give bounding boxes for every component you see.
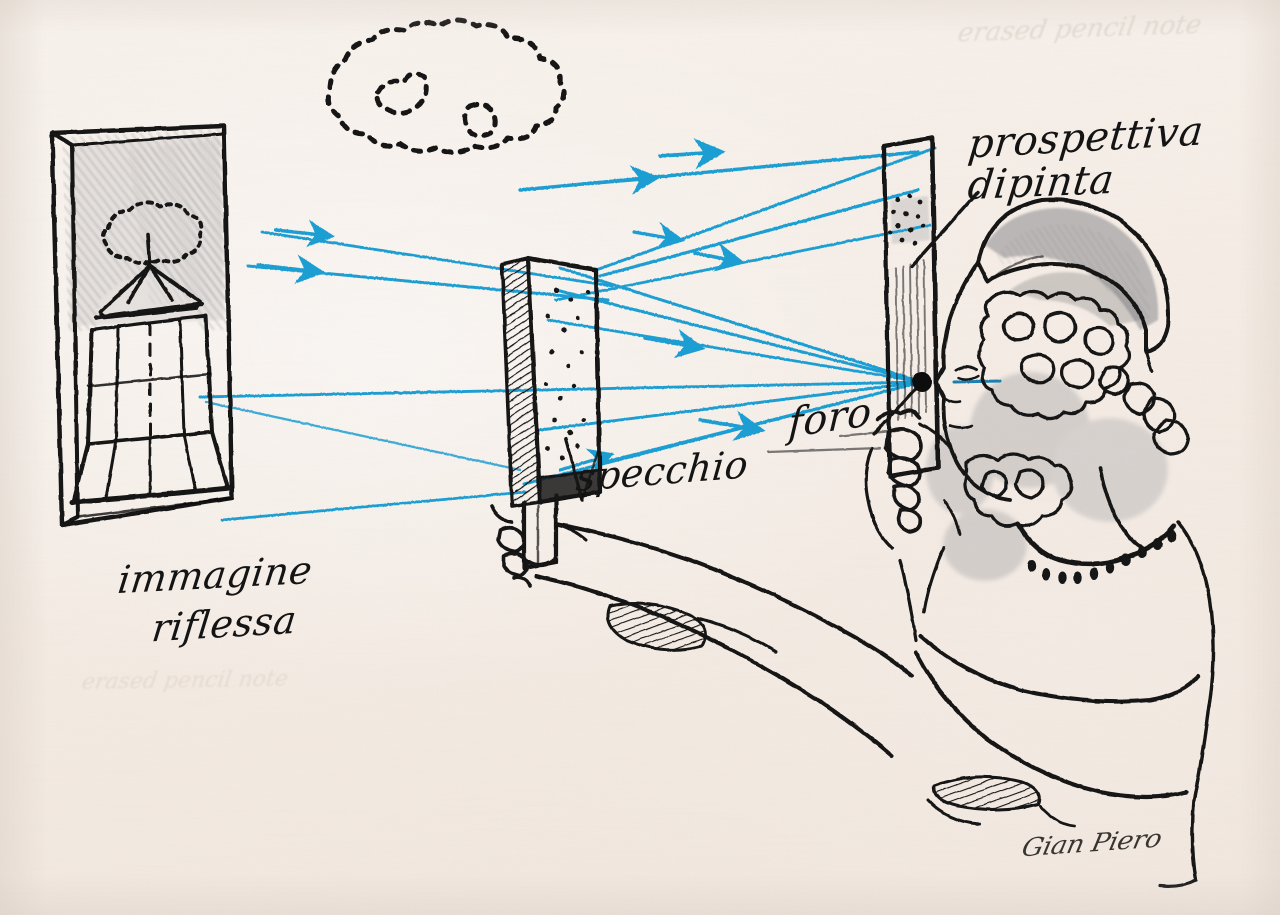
ray-arrow-left-2	[693, 242, 746, 272]
label-dipinta: dipinta	[965, 156, 1117, 210]
ray-returning-3	[546, 318, 924, 384]
gown-fold-hatching	[932, 775, 1041, 812]
painted-perspective-panel	[838, 135, 980, 479]
collar-studs	[1027, 530, 1177, 584]
ray-arrow-left-1	[643, 329, 706, 359]
specchio-leader-line	[564, 436, 584, 502]
mirror-stipple	[544, 287, 590, 461]
observer	[490, 197, 1216, 888]
ray-outgoing-2	[598, 188, 920, 278]
ray-to-image-panel-3	[220, 490, 527, 522]
ray-returning-4	[538, 380, 924, 432]
ray-to-image-panel-4	[204, 400, 522, 472]
beard	[963, 452, 1074, 528]
face-profile	[934, 260, 1012, 502]
optical-axis-ray	[198, 380, 924, 399]
ray-outgoing-3	[594, 146, 937, 272]
ray-returning-2	[554, 288, 924, 384]
label-immagine: immagine	[115, 547, 315, 603]
collar-line	[1015, 521, 1177, 567]
ray-returning-1	[558, 266, 924, 384]
ray-arrow-left-3	[632, 222, 686, 250]
curly-hair	[977, 289, 1190, 456]
cloud-icon	[325, 17, 567, 155]
sleeve-hatching	[606, 602, 707, 652]
eye-axis-stub	[952, 379, 1002, 384]
gown-right	[1176, 520, 1216, 882]
specchio-tick	[580, 450, 600, 502]
foro-underline	[766, 446, 882, 454]
label-foro: foro	[787, 388, 873, 448]
arm-upper-edge	[554, 522, 914, 678]
ray-arrow-left-4	[698, 410, 766, 442]
mirror-handle	[521, 493, 559, 571]
label-riflessa: riflessa	[149, 597, 300, 651]
mirror	[500, 255, 603, 571]
ray-bundle	[198, 138, 1002, 522]
hand-on-panel	[864, 409, 962, 550]
hand-on-mirror-handle	[490, 504, 588, 588]
foro-hole	[912, 372, 932, 392]
cap	[976, 197, 1171, 354]
prospettiva-leader-line	[910, 190, 980, 268]
painted-panel-stipple	[888, 193, 926, 246]
reflected-baptistery	[69, 200, 233, 505]
foro-leader-line	[872, 384, 920, 436]
image-panel	[49, 123, 235, 528]
gown-body-lower	[913, 649, 1189, 800]
gown-body-upper	[918, 634, 1200, 704]
arm-lower-edge	[534, 574, 894, 758]
ray-arrow-left-5	[558, 448, 615, 474]
